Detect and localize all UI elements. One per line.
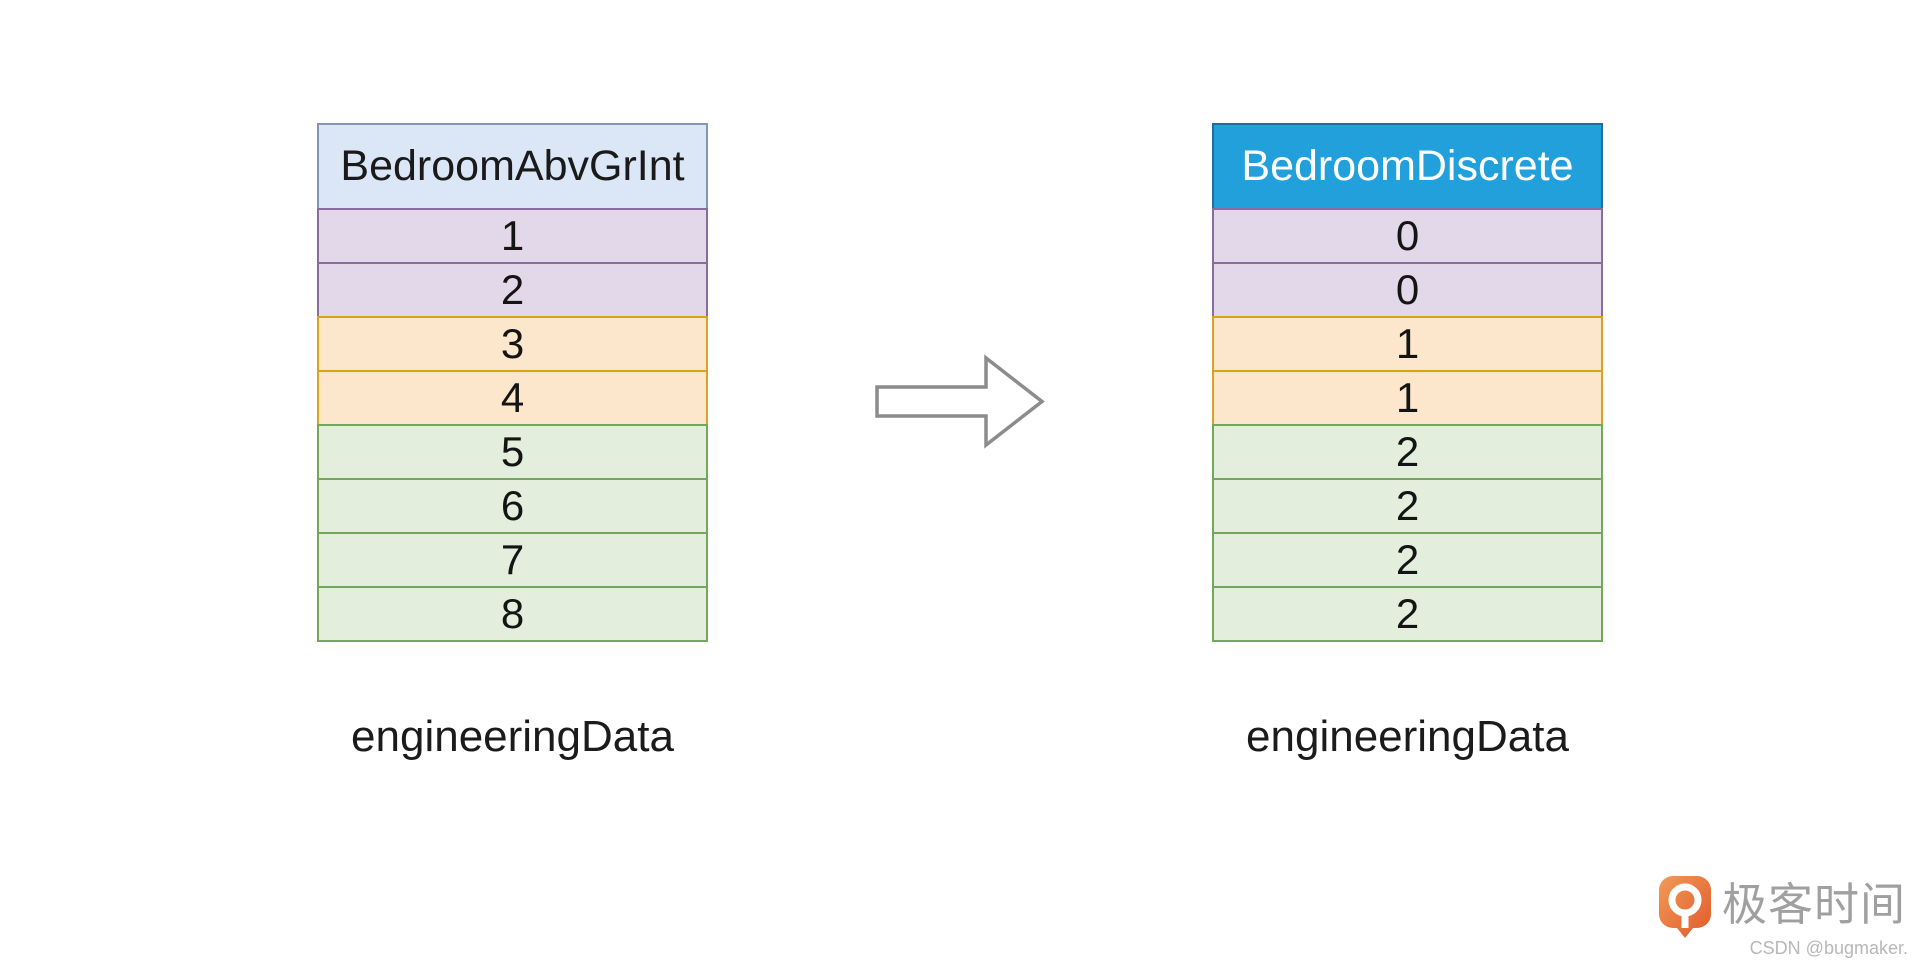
- table-row: 1: [1212, 316, 1603, 372]
- table-row: 1: [1212, 370, 1603, 426]
- table-bedroom-abv-gr-int: BedroomAbvGrInt 1 2 3 4 5 6 7 8: [317, 123, 708, 642]
- table-row: 6: [317, 478, 708, 534]
- table-row: 2: [1212, 478, 1603, 534]
- table-row: 7: [317, 532, 708, 588]
- table-row: 2: [317, 262, 708, 318]
- left-table-header: BedroomAbvGrInt: [317, 123, 708, 210]
- table-row: 2: [1212, 586, 1603, 642]
- right-table-caption: engineeringData: [1246, 712, 1569, 761]
- geektime-pin-icon: [1656, 874, 1714, 940]
- right-arrow-icon: [874, 354, 1046, 450]
- left-table-caption: engineeringData: [351, 712, 674, 761]
- table-row: 2: [1212, 532, 1603, 588]
- table-row: 5: [317, 424, 708, 480]
- table-row: 0: [1212, 208, 1603, 264]
- table-row: 4: [317, 370, 708, 426]
- table-row: 8: [317, 586, 708, 642]
- table-row: 1: [317, 208, 708, 264]
- watermark-credit: CSDN @bugmaker.: [1749, 938, 1908, 958]
- table-row: 0: [1212, 262, 1603, 318]
- brand-name: 极客时间: [1722, 879, 1907, 930]
- table-bedroom-discrete: BedroomDiscrete 0 0 1 1 2 2 2 2: [1212, 123, 1603, 642]
- table-row: 2: [1212, 424, 1603, 480]
- table-row: 3: [317, 316, 708, 372]
- right-table-header: BedroomDiscrete: [1212, 123, 1603, 210]
